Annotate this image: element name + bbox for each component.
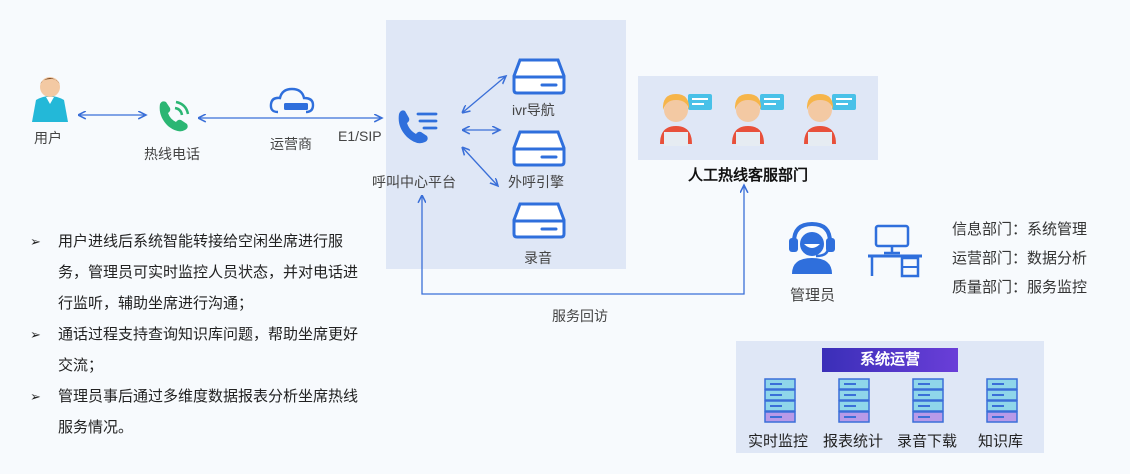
recording-label: 录音 [524,250,552,266]
workstation-icon [868,224,922,278]
recording-server-icon [512,202,566,239]
user-label: 用户 [34,130,62,146]
callback-label: 服务回访 [552,308,608,324]
call-center-phone-icon [398,110,438,144]
agent-icon [732,94,784,146]
ivr-server-icon [512,58,566,95]
admin-label: 管理员 [790,287,836,304]
bullet-item: ➢ 通话过程支持查询知识库问题，帮助坐席更好交流； [30,319,370,381]
link-center-ivr [462,76,506,113]
agents-label: 人工热线客服部门 [688,167,809,184]
bullet-arrow-icon: ➢ [30,234,41,249]
rack-server-icon [986,378,1018,423]
rack-server-icon [838,378,870,423]
bullet-list: ➢ 用户进线后系统智能转接给空闲坐席进行服务，管理员可实时监控人员状态，并对电话… [30,226,370,443]
phone-icon [159,100,190,132]
operations-title: 系统运营 [822,348,958,372]
admin-headset-icon [789,221,835,274]
rack-server-icon [764,378,796,423]
bullet-arrow-icon: ➢ [30,389,41,404]
link-callback-loop [422,185,744,295]
agent-icon [804,94,856,146]
carrier-label: 运营商 [270,136,312,152]
call-center-label: 呼叫中心平台 [372,174,456,190]
user-icon [32,77,68,122]
hotline-label: 热线电话 [144,146,200,162]
bullet-arrow-icon: ➢ [30,327,41,342]
dept-quality: 质量部门：服务监控 [952,279,1088,296]
dept-operations: 运营部门：数据分析 [952,250,1088,267]
link-center-recording [462,147,498,186]
bullet-item: ➢ 用户进线后系统智能转接给空闲坐席进行服务，管理员可实时监控人员状态，并对电话… [30,226,370,319]
agent-icon [660,94,712,146]
cloud-icon [269,87,315,114]
call-center-panel [386,20,626,269]
ops-item-report-stats: 报表统计 [823,433,884,450]
bullet-item: ➢ 管理员事后通过多维度数据报表分析坐席热线服务情况。 [30,381,370,443]
outbound-server-icon [512,130,566,167]
ops-item-recording-download: 录音下载 [897,433,958,450]
rack-server-icon [912,378,944,423]
ops-item-knowledge-base: 知识库 [978,433,1024,450]
dept-info: 信息部门：系统管理 [952,221,1088,238]
protocol-label: E1/SIP [338,128,382,144]
ops-item-realtime-monitor: 实时监控 [748,433,809,450]
outbound-label: 外呼引擎 [508,174,564,190]
ivr-label: ivr导航 [512,102,555,118]
